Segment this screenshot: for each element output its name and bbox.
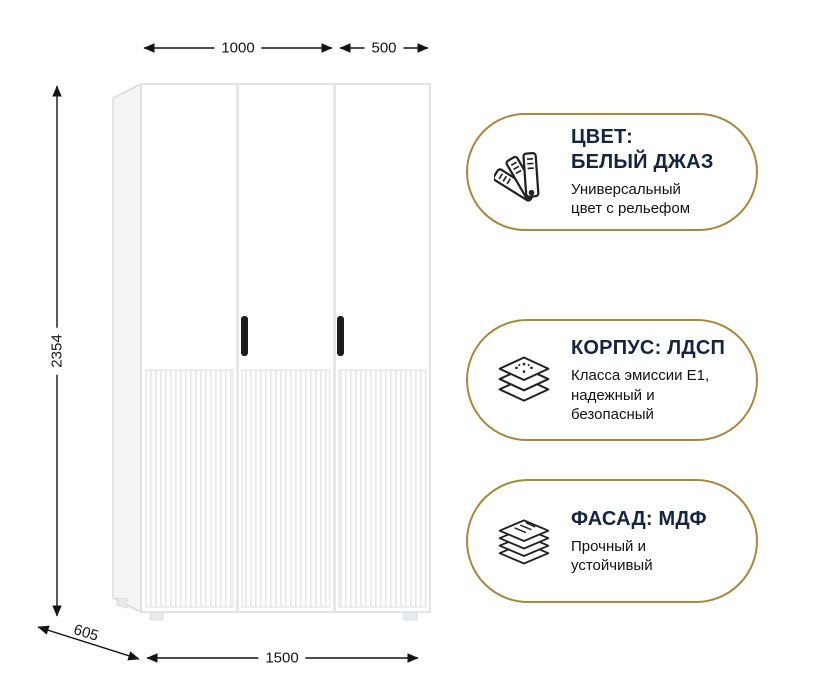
badge-color: ЦВЕТ: БЕЛЫЙ ДЖАЗ Универсальный цвет с ре… [466, 113, 758, 231]
badge-body-subtitle-line1: Класса эмиссии E1, [571, 367, 710, 385]
badge-body-subtitle: Класса эмиссии E1, надежный и безопасный [571, 366, 725, 424]
badge-color-title: ЦВЕТ: БЕЛЫЙ ДЖАЗ [571, 125, 714, 174]
dim-label-one-door-width: 500 [364, 39, 404, 57]
wardrobe-body [112, 82, 431, 621]
badge-body-subtitle-line2: надежный и [571, 386, 655, 404]
door-handle-icon [241, 316, 344, 356]
chipboard-layers-icon [494, 350, 554, 410]
badge-facade-text: ФАСАД: МДФ Прочный и устойчивый [571, 507, 707, 576]
badge-body-material: КОРПУС: ЛДСП Класса эмиссии E1, надежный… [466, 319, 758, 441]
badge-facade-material: ФАСАД: МДФ Прочный и устойчивый [466, 479, 758, 603]
badge-body-title-line1: КОРПУС: ЛДСП [571, 337, 726, 360]
badge-facade-title-line1: ФАСАД: МДФ [571, 507, 707, 530]
badge-color-subtitle: Универсальный цвет с рельефом [571, 180, 714, 218]
color-fan-icon [494, 142, 554, 202]
mdf-sheets-icon [494, 511, 554, 571]
badge-color-title-line1: ЦВЕТ: [571, 126, 634, 149]
badge-body-subtitle-line3: безопасный [571, 405, 654, 423]
badge-facade-title: ФАСАД: МДФ [571, 507, 707, 531]
badge-facade-subtitle-line1: Прочный и [571, 538, 646, 555]
wardrobe-illustration [37, 43, 431, 663]
dim-label-two-doors-width: 1000 [214, 39, 262, 57]
badge-facade-subtitle-line2: устойчивый [571, 557, 653, 575]
dim-label-total-width: 1500 [258, 649, 306, 667]
badge-body-text: КОРПУС: ЛДСП Класса эмиссии E1, надежный… [571, 336, 725, 424]
badge-color-title-line2: БЕЛЫЙ ДЖАЗ [571, 150, 714, 173]
badge-color-subtitle-line1: Универсальный [571, 181, 681, 199]
badge-facade-subtitle: Прочный и устойчивый [571, 537, 707, 575]
dim-label-height: 2354 [48, 327, 66, 375]
badge-body-title: КОРПУС: ЛДСП [571, 336, 725, 360]
badge-color-subtitle-line2: цвет с рельефом [571, 200, 691, 218]
badge-color-text: ЦВЕТ: БЕЛЫЙ ДЖАЗ Универсальный цвет с ре… [571, 125, 714, 218]
